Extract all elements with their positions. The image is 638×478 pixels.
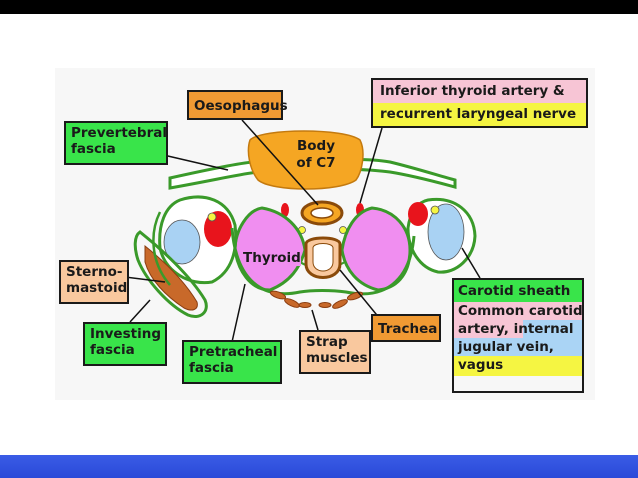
label-pretracheal-fascia: Pretracheal fascia (182, 340, 282, 384)
carotid-sheath-line-2: artery, internal (454, 320, 582, 338)
thyroid-lobe-right (340, 206, 412, 292)
label-prevertebral-fascia: Prevertebral fascia (64, 121, 168, 165)
label-carotid-sheath: Carotid sheath Common carotid artery, in… (452, 278, 584, 393)
carotid-sheath-line-3: jugular vein, (454, 338, 582, 356)
label-investing-fascia: Investing fascia (83, 322, 167, 366)
top-black-bar (0, 0, 638, 14)
inferior-thyroid-artery-left (281, 203, 289, 217)
label-trachea: Trachea (371, 314, 441, 342)
label-strap-muscles: Strap muscles (299, 330, 371, 374)
internal-jugular-vein-right (427, 203, 465, 261)
carotid-sheath-line-1: Common carotid (454, 302, 583, 320)
inferior-thyroid-line-2: recurrent laryngeal nerve (373, 103, 586, 126)
pretracheal-fascia (230, 227, 416, 296)
common-carotid-artery-right (408, 202, 428, 226)
carotid-sheath-title: Carotid sheath (454, 280, 582, 302)
vagus-right (430, 205, 440, 215)
internal-jugular-vein-left (163, 219, 201, 265)
label-thyroid: Thyroid (243, 250, 301, 266)
vagus-left (207, 212, 217, 222)
bottom-blue-bar (0, 455, 638, 478)
strap-muscles (269, 290, 364, 309)
thyroid-lobe-left (233, 206, 307, 292)
inferior-thyroid-line-1: Inferior thyroid artery & (373, 80, 586, 103)
label-oesophagus: Oesophagus (187, 90, 288, 120)
carotid-sheath-line-4: vagus (454, 356, 582, 376)
investing-fascia-left (133, 230, 208, 318)
c7-vertebra-body (247, 130, 364, 190)
label-sternomastoid: Sterno- mastoid (59, 260, 129, 304)
label-inferior-thyroid-artery: Inferior thyroid artery & recurrent lary… (371, 78, 588, 128)
label-body-c7: Body of C7 (296, 138, 336, 171)
